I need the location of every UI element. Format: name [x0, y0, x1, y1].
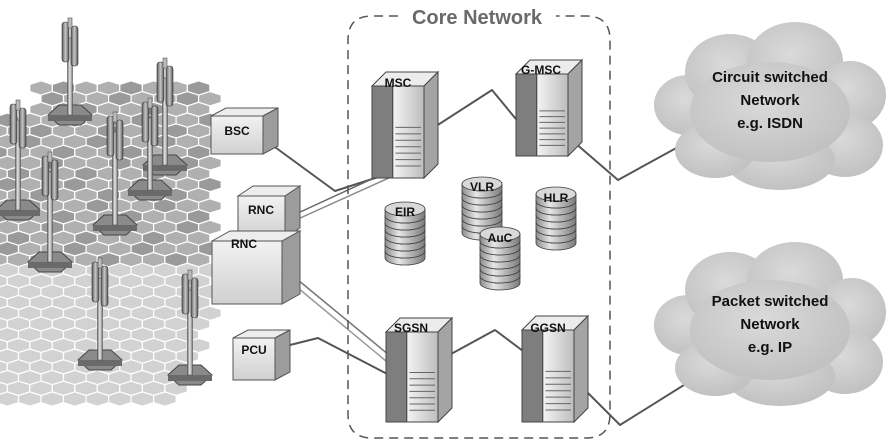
link-rnc-msc-2	[297, 171, 403, 220]
core-servers	[370, 58, 590, 424]
pcu-label: PCU	[241, 343, 266, 357]
msc-label: MSC	[385, 76, 412, 90]
packet-cloud-line1: Packet switched	[712, 293, 829, 310]
cell-tower-icon	[92, 111, 138, 236]
controller-bsc[interactable]: BSC	[210, 107, 279, 155]
ggsn-server-icon[interactable]	[520, 314, 590, 424]
coverage-cell-hexagon	[107, 391, 132, 407]
core-databases	[384, 176, 577, 291]
cell-tower-icon	[127, 97, 173, 201]
cloud-circuit-switched: Circuit switched Network e.g. ISDN	[654, 22, 886, 190]
core-network-title: Core Network	[412, 7, 543, 29]
cell-towers	[0, 17, 213, 386]
coverage-cell-hexagon	[17, 391, 42, 407]
hlr-label: HLR	[544, 191, 569, 205]
controller-rnc-top[interactable]: RNC	[236, 185, 302, 239]
vlr-label: VLR	[470, 180, 494, 194]
cell-tower-icon	[142, 57, 188, 176]
packet-cloud-line3: e.g. IP	[748, 339, 792, 356]
eir-database-icon[interactable]	[384, 201, 426, 266]
coverage-cell-hexagon	[62, 391, 87, 407]
core-network-frame: Core Network	[347, 7, 611, 439]
cell-tower-icon	[167, 269, 213, 386]
cloud-packet-switched: Packet switched Network e.g. IP	[654, 242, 886, 406]
rnc-bottom-label: RNC	[231, 237, 257, 251]
link-ggsn-packet	[574, 374, 701, 426]
gmsc-server-icon[interactable]	[514, 58, 584, 158]
link-rnc-sgsn-2	[297, 287, 393, 367]
link-gmsc-circuit	[559, 129, 701, 181]
sgsn-server-icon[interactable]	[384, 316, 454, 424]
auc-label: AuC	[488, 231, 513, 245]
coverage-cell-hexagon	[85, 391, 110, 407]
circuit-cloud-line1: Circuit switched	[712, 69, 828, 86]
controller-rnc-bottom[interactable]: RNC	[210, 230, 302, 305]
link-pcu-sgsn	[289, 337, 396, 379]
link-sgsn-ggsn	[439, 329, 536, 361]
coverage-cell-hexagon	[153, 391, 177, 407]
cell-tower-icon	[77, 257, 123, 371]
msc-server-icon[interactable]	[370, 70, 440, 180]
rnc-top-label: RNC	[248, 203, 274, 217]
cell-tower-icon	[47, 17, 93, 126]
coverage-cell-hexagon	[0, 391, 20, 407]
cell-tower-icon	[27, 151, 73, 273]
packet-cloud-line2: Network	[740, 316, 800, 333]
eir-label: EIR	[395, 205, 415, 219]
circuit-cloud-line2: Network	[740, 92, 800, 109]
link-msc-gmsc	[429, 89, 526, 131]
auc-database-icon[interactable]	[479, 226, 521, 291]
controller-pcu[interactable]: PCU	[232, 329, 291, 381]
link-rnc-sgsn-1	[297, 279, 396, 361]
circuit-cloud-line3: e.g. ISDN	[737, 115, 803, 132]
sgsn-label: SGSN	[394, 321, 428, 335]
hlr-database-icon[interactable]	[535, 186, 577, 251]
coverage-cell-hexagon	[40, 391, 65, 407]
ggsn-label: GGSN	[530, 321, 565, 335]
bsc-label: BSC	[224, 124, 250, 138]
gmsc-label: G-MSC	[521, 63, 561, 77]
coverage-cell-hexagon	[130, 391, 155, 407]
cell-tower-icon	[0, 99, 41, 221]
